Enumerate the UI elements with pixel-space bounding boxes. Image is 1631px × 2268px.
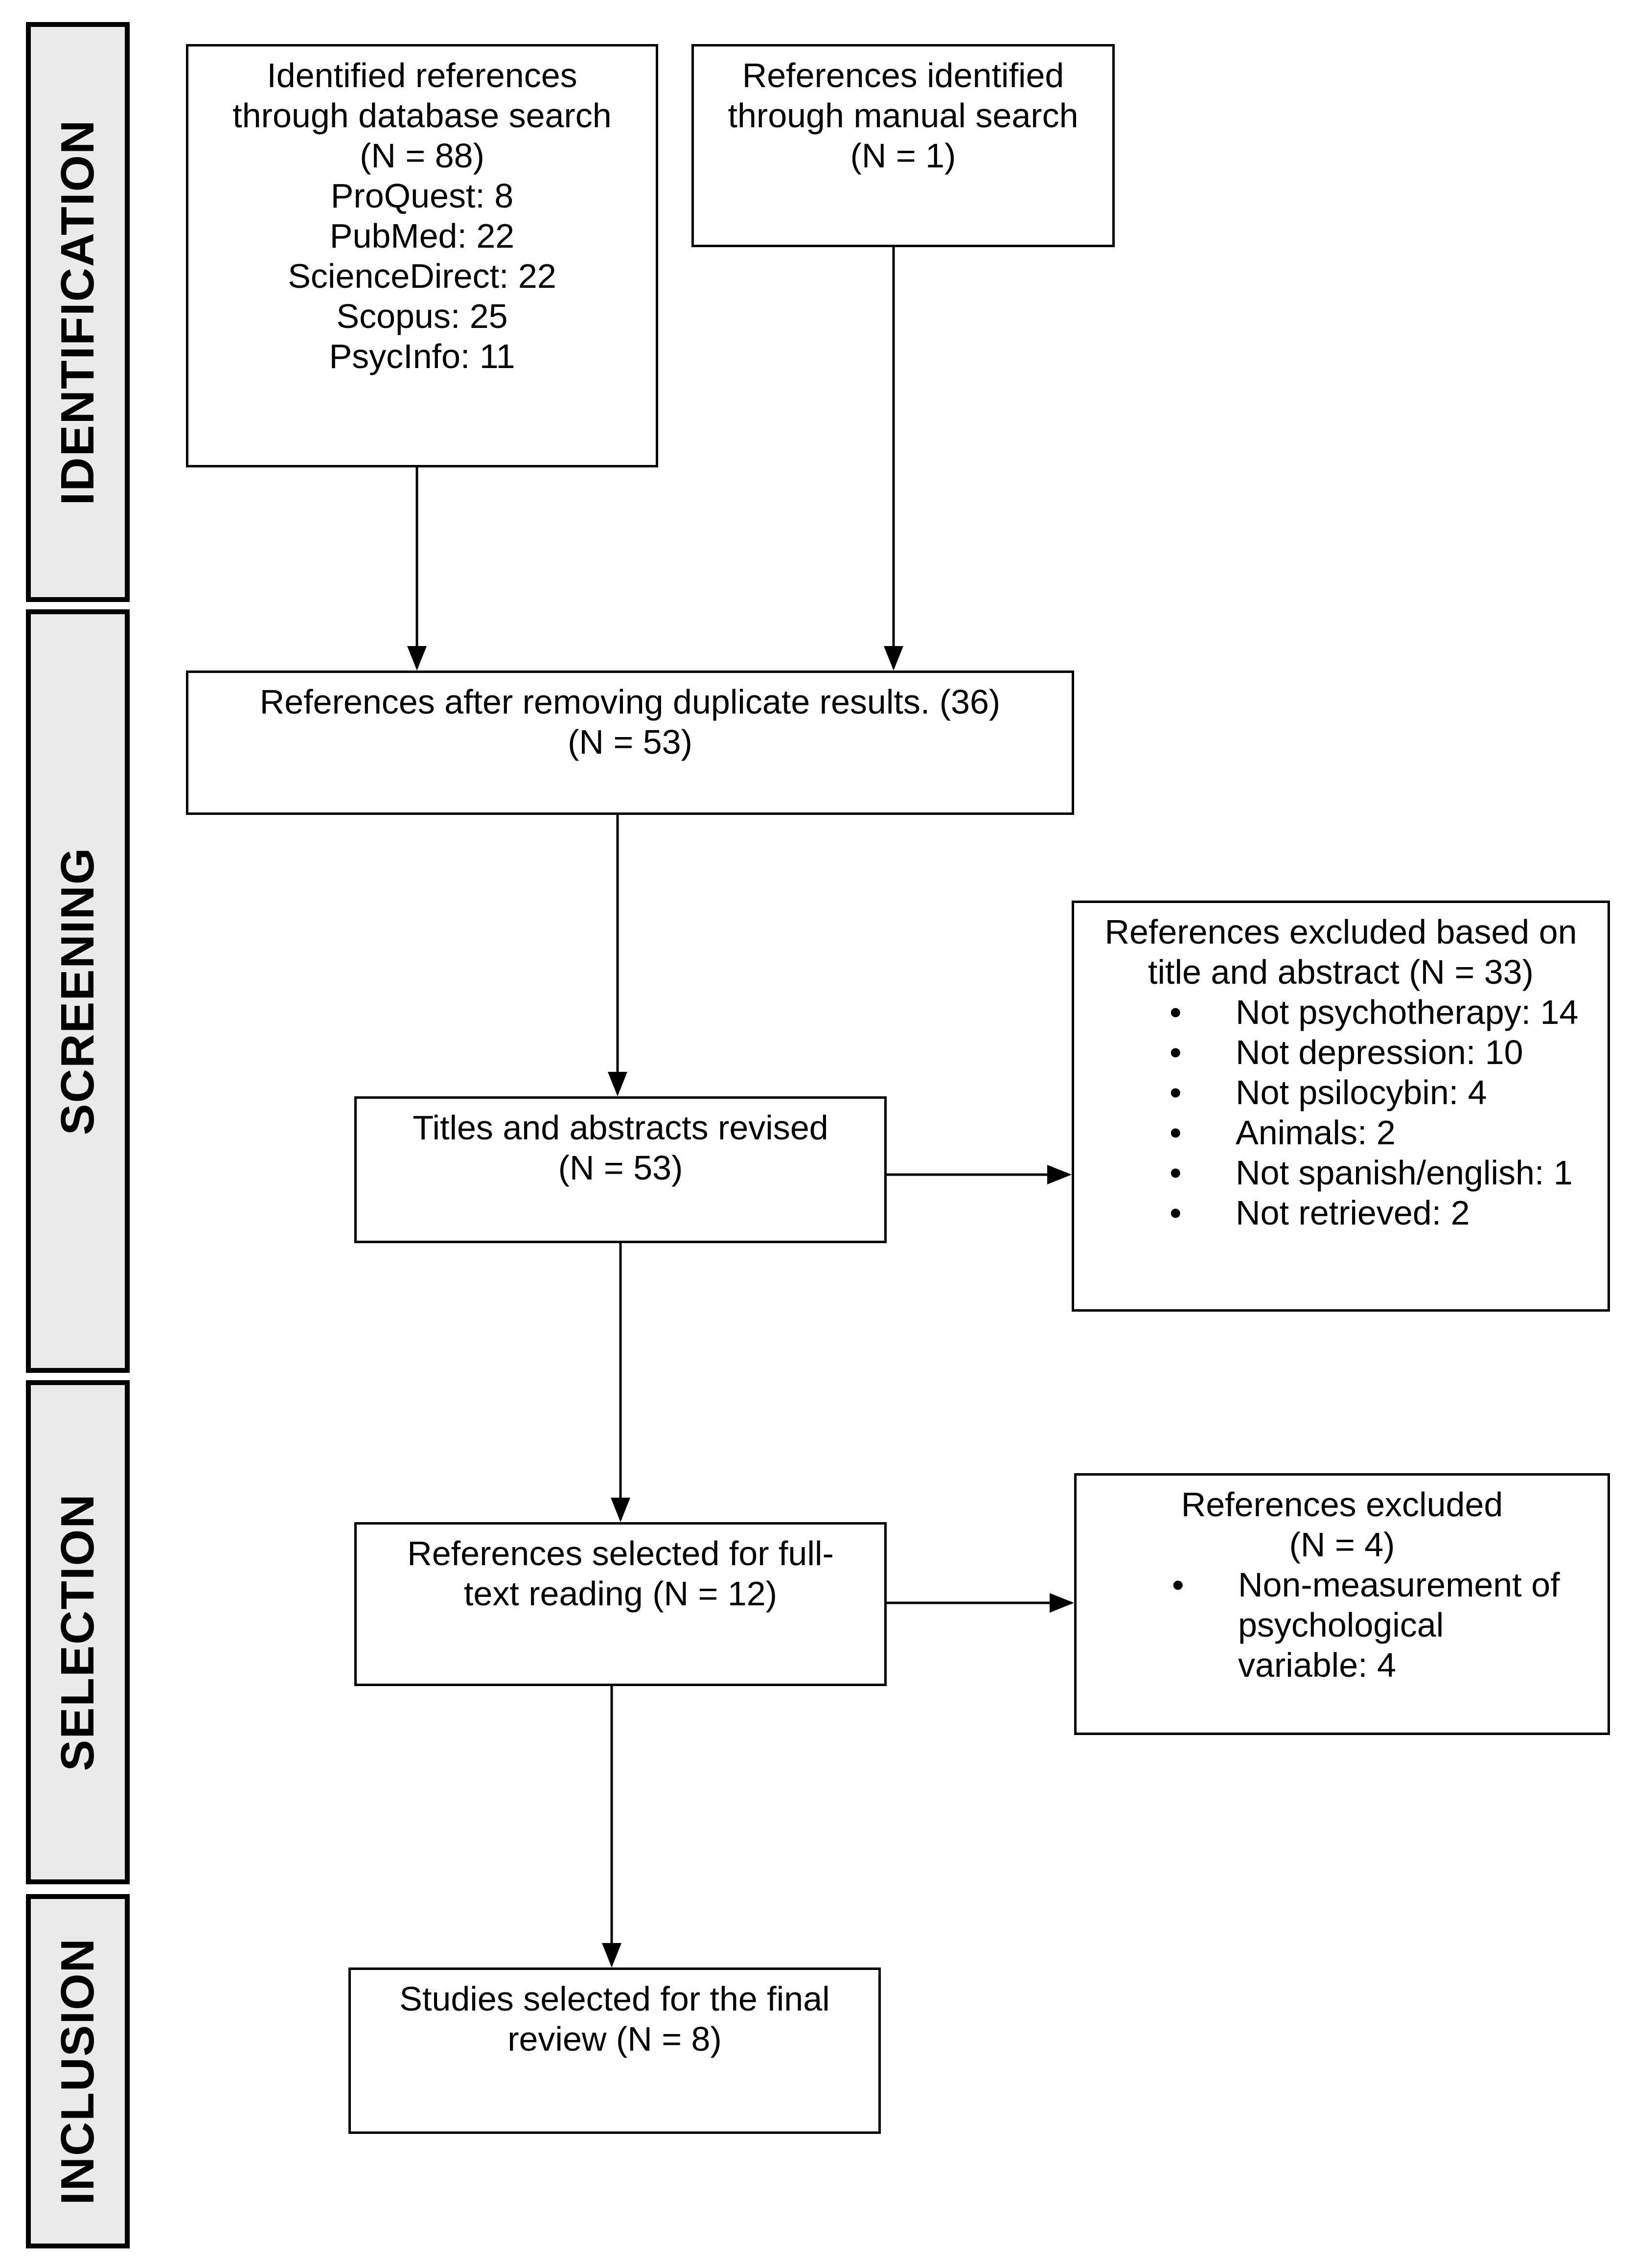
box-line: ScienceDirect: 22 [288, 257, 556, 295]
box-line: References selected for full- [407, 1534, 834, 1573]
box-line: through manual search [728, 96, 1079, 135]
exclusion-reason-text: variable: 4 [1238, 1646, 1396, 1684]
box-database-search: Identified references through database s… [186, 44, 658, 467]
phase-screening: SCREENING [26, 609, 130, 1373]
box-line: Titles and abstracts revised [413, 1109, 828, 1147]
exclusion-reason: Not retrieved: 2 [1074, 1193, 1608, 1233]
box-line: Studies selected for the final [399, 1980, 830, 2018]
exclusion-reason-text: Non-measurement of [1238, 1566, 1560, 1604]
box-excluded-full-text: References excluded (N = 4) Non-measurem… [1074, 1473, 1610, 1735]
box-manual-search: References identified through manual sea… [691, 44, 1115, 247]
box-line: PubMed: 22 [329, 217, 515, 255]
box-line: (N = 4) [1289, 1526, 1395, 1564]
exclusion-reason: Non-measurement of psychological variabl… [1077, 1565, 1608, 1685]
exclusion-reason-list: Non-measurement of psychological variabl… [1077, 1565, 1608, 1685]
box-line: through database search [232, 96, 612, 135]
box-line: (N = 88) [360, 137, 484, 175]
exclusion-reason-list: Not psychotherapy: 14 Not depression: 10… [1074, 992, 1608, 1233]
exclusion-reason: Not depression: 10 [1074, 1032, 1608, 1072]
box-line: References after removing duplicate resu… [259, 683, 1001, 721]
box-excluded-title-abstract: References excluded based on title and a… [1072, 901, 1610, 1312]
box-line: References excluded [1181, 1485, 1503, 1524]
exclusion-reason: Not spanish/english: 1 [1074, 1153, 1608, 1193]
phase-inclusion: INCLUSION [26, 1894, 130, 2248]
phase-selection: SELECTION [26, 1380, 130, 1884]
exclusion-reason: Not psychotherapy: 14 [1074, 992, 1608, 1032]
box-line: ProQuest: 8 [330, 177, 514, 215]
box-line: References identified [742, 56, 1064, 94]
box-line: (N = 53) [558, 1149, 683, 1187]
exclusion-reason: Animals: 2 [1074, 1112, 1608, 1153]
box-line: Identified references [267, 56, 577, 94]
box-line: review (N = 8) [507, 2020, 722, 2058]
exclusion-reason-text: psychological [1238, 1606, 1444, 1644]
box-titles-abstracts: Titles and abstracts revised (N = 53) [354, 1096, 887, 1243]
box-line: References excluded based on [1104, 913, 1577, 951]
box-line: Scopus: 25 [336, 297, 508, 335]
box-after-duplicates: References after removing duplicate resu… [186, 671, 1074, 815]
box-line: text reading (N = 12) [463, 1574, 778, 1613]
box-line: (N = 1) [850, 137, 956, 175]
box-line: PsycInfo: 11 [329, 337, 515, 375]
box-line: (N = 53) [568, 723, 692, 761]
box-final-review: Studies selected for the final review (N… [348, 1967, 881, 2134]
box-line: title and abstract (N = 33) [1148, 953, 1534, 991]
phase-identification: IDENTIFICATION [26, 22, 130, 602]
box-full-text: References selected for full- text readi… [354, 1522, 887, 1686]
exclusion-reason: Not psilocybin: 4 [1074, 1072, 1608, 1112]
